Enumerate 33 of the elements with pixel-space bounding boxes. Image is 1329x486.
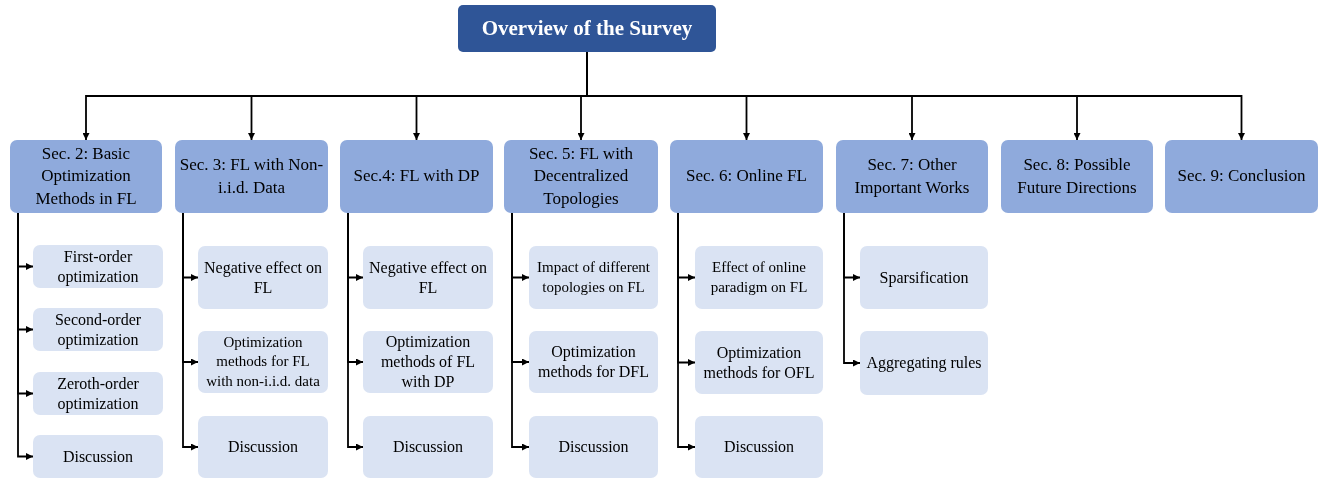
subsection-box: Optimization methods for FL with non-i.i.d. data: [198, 331, 328, 393]
subsection-box: Zeroth-order optimization: [33, 372, 163, 415]
connector-arrow: [182, 212, 199, 451]
subsection-box: Impact of different topologies on FL: [529, 246, 658, 309]
subsection-box: Discussion: [198, 416, 328, 478]
connector-arrow: [677, 212, 696, 451]
title-box: Overview of the Survey: [458, 5, 716, 52]
section-box: Sec. 6: Online FL: [670, 140, 823, 213]
section-box: Sec. 5: FL with Decentralized Topologies: [504, 140, 658, 213]
section-box: Sec.4: FL with DP: [340, 140, 493, 213]
subsection-box: Aggregating rules: [860, 331, 988, 395]
subsection-box: Negative effect on FL: [363, 246, 493, 309]
subsection-box: Discussion: [695, 416, 823, 478]
subsection-box: First-order optimization: [33, 245, 163, 288]
subsection-box: Negative effect on FL: [198, 246, 328, 309]
subsection-box: Effect of online paradigm on FL: [695, 246, 823, 309]
subsection-box: Sparsification: [860, 246, 988, 309]
connector-arrow: [511, 212, 530, 451]
section-box: Sec. 8: Possible Future Directions: [1001, 140, 1153, 213]
section-box: Sec. 9: Conclusion: [1165, 140, 1318, 213]
section-box: Sec. 3: FL with Non-i.i.d. Data: [175, 140, 328, 213]
subsection-box: Discussion: [529, 416, 658, 478]
connector-arrow: [347, 212, 364, 451]
subsection-box: Optimization methods for DFL: [529, 331, 658, 393]
subsection-box: Second-order optimization: [33, 308, 163, 351]
section-box: Sec. 2: Basic Optimization Methods in FL: [10, 140, 162, 213]
connector-arrow: [843, 212, 861, 367]
subsection-box: Discussion: [33, 435, 163, 478]
subsection-box: Optimization methods of FL with DP: [363, 331, 493, 393]
connector-arrow: [17, 212, 34, 460]
subsection-box: Discussion: [363, 416, 493, 478]
section-box: Sec. 7: Other Important Works: [836, 140, 988, 213]
subsection-box: Optimization methods for OFL: [695, 331, 823, 394]
